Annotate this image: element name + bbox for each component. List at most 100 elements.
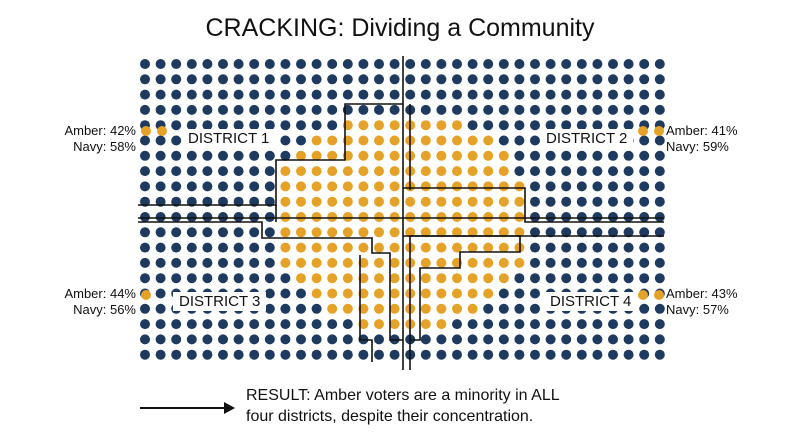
navy-voter-dot: [452, 89, 462, 100]
navy-voter-dot: [233, 150, 244, 161]
navy-voter-dot: [530, 196, 540, 207]
navy-voter-dot: [389, 349, 400, 360]
navy-voter-dot: [592, 59, 603, 69]
navy-voter-dot: [311, 319, 322, 330]
navy-voter-dot: [623, 227, 634, 238]
amber-voter-dot: [436, 242, 447, 253]
navy-voter-dot: [280, 349, 291, 360]
navy-voter-dot: [608, 120, 618, 131]
navy-voter-dot: [186, 74, 197, 85]
navy-voter-dot: [452, 59, 462, 69]
navy-voter-dot: [233, 212, 244, 222]
navy-voter-dot: [140, 74, 150, 85]
amber-voter-dot: [420, 135, 431, 146]
district-4-navy-share: Navy: 57%: [666, 302, 729, 317]
amber-voter-dot: [452, 196, 462, 207]
amber-voter-dot: [483, 257, 494, 268]
amber-voter-dot: [358, 273, 369, 284]
navy-voter-dot: [608, 273, 618, 284]
navy-voter-dot: [623, 273, 634, 284]
amber-voter-dot: [452, 181, 462, 192]
amber-voter-dot: [280, 257, 291, 268]
amber-voter-dot: [389, 242, 400, 253]
navy-voter-dot: [483, 349, 494, 360]
navy-voter-dot: [249, 273, 260, 284]
navy-voter-dot: [498, 120, 509, 131]
navy-voter-dot: [436, 349, 447, 360]
navy-voter-dot: [483, 74, 494, 85]
navy-voter-dot: [140, 242, 150, 253]
navy-voter-dot: [233, 104, 244, 115]
navy-voter-dot: [358, 104, 369, 115]
navy-voter-dot: [639, 196, 650, 207]
navy-voter-dot: [358, 59, 369, 69]
amber-voter-dot: [436, 120, 447, 131]
navy-voter-dot: [155, 349, 166, 360]
amber-voter-dot: [483, 150, 494, 161]
amber-voter-dot: [514, 212, 525, 222]
navy-voter-dot: [186, 227, 197, 238]
navy-voter-dot: [452, 334, 462, 345]
amber-voter-dot: [389, 227, 400, 238]
navy-voter-dot: [296, 334, 306, 345]
navy-voter-dot: [342, 319, 353, 330]
navy-voter-dot: [218, 166, 228, 177]
navy-voter-dot: [264, 242, 275, 253]
navy-voter-dot: [233, 257, 244, 268]
amber-voter-dot: [296, 150, 306, 161]
navy-voter-dot: [514, 150, 525, 161]
navy-voter-dot: [140, 59, 150, 69]
navy-voter-dot: [654, 319, 665, 330]
amber-voter-dot: [342, 288, 353, 299]
navy-voter-dot: [514, 288, 525, 299]
navy-voter-dot: [264, 303, 275, 314]
navy-voter-dot: [358, 74, 369, 85]
amber-voter-dot: [389, 181, 400, 192]
navy-voter-dot: [530, 166, 540, 177]
navy-voter-dot: [654, 212, 665, 222]
navy-voter-dot: [576, 212, 587, 222]
district-4-stats: Amber: 43% Navy: 57%: [666, 286, 738, 318]
navy-voter-dot: [233, 166, 244, 177]
amber-voter-dot: [342, 227, 353, 238]
navy-voter-dot: [140, 303, 150, 314]
navy-voter-dot: [639, 74, 650, 85]
navy-voter-dot: [374, 104, 384, 115]
navy-voter-dot: [202, 227, 213, 238]
navy-voter-dot: [202, 319, 213, 330]
navy-voter-dot: [436, 74, 447, 85]
navy-voter-dot: [514, 120, 525, 131]
navy-voter-dot: [420, 59, 431, 69]
navy-voter-dot: [327, 334, 338, 345]
amber-voter-dot: [436, 288, 447, 299]
amber-dot-icon: [157, 126, 167, 136]
navy-voter-dot: [327, 89, 338, 100]
navy-voter-dot: [561, 319, 572, 330]
navy-voter-dot: [530, 120, 540, 131]
amber-voter-dot: [280, 166, 291, 177]
amber-voter-dot: [342, 303, 353, 314]
navy-voter-dot: [498, 334, 509, 345]
navy-voter-dot: [514, 319, 525, 330]
navy-voter-dot: [186, 273, 197, 284]
amber-voter-dot: [483, 273, 494, 284]
navy-voter-dot: [264, 334, 275, 345]
navy-voter-dot: [545, 257, 556, 268]
amber-voter-dot: [280, 196, 291, 207]
navy-voter-dot: [654, 89, 665, 100]
amber-voter-dot: [420, 319, 431, 330]
amber-voter-dot: [405, 196, 416, 207]
amber-voter-dot: [483, 288, 494, 299]
navy-voter-dot: [249, 120, 260, 131]
navy-voter-dot: [576, 89, 587, 100]
navy-voter-dot: [576, 319, 587, 330]
amber-voter-dot: [374, 135, 384, 146]
navy-voter-dot: [654, 242, 665, 253]
amber-voter-dot: [374, 257, 384, 268]
navy-voter-dot: [639, 166, 650, 177]
navy-voter-dot: [155, 212, 166, 222]
result-text: RESULT: Amber voters are a minority in A…: [246, 385, 560, 427]
navy-voter-dot: [296, 288, 306, 299]
navy-voter-dot: [514, 166, 525, 177]
navy-voter-dot: [218, 150, 228, 161]
